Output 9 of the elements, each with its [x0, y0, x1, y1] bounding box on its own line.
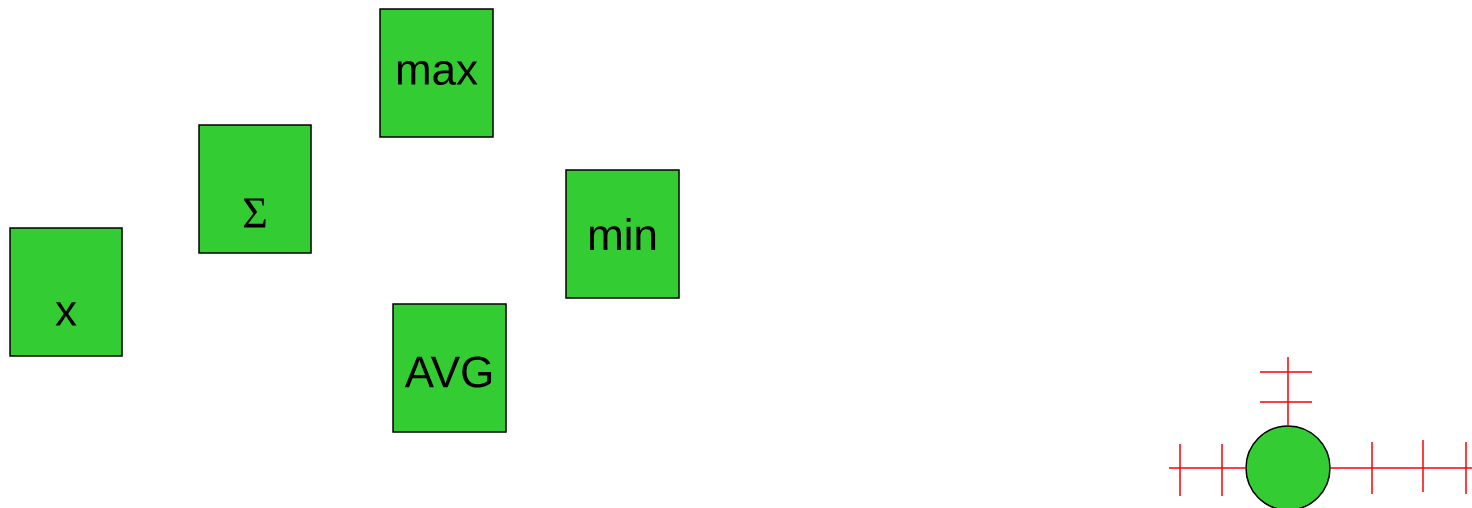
- text-box: Σ: [198, 124, 312, 254]
- circle: [1245, 425, 1331, 508]
- text-box: max: [379, 8, 494, 138]
- connector-line: [1168, 443, 1246, 497]
- connector-line: [1330, 439, 1472, 495]
- text-box: x: [9, 227, 123, 357]
- text-box: min: [565, 169, 680, 299]
- connector-line: [1259, 356, 1313, 426]
- text-box: AVG: [392, 303, 507, 433]
